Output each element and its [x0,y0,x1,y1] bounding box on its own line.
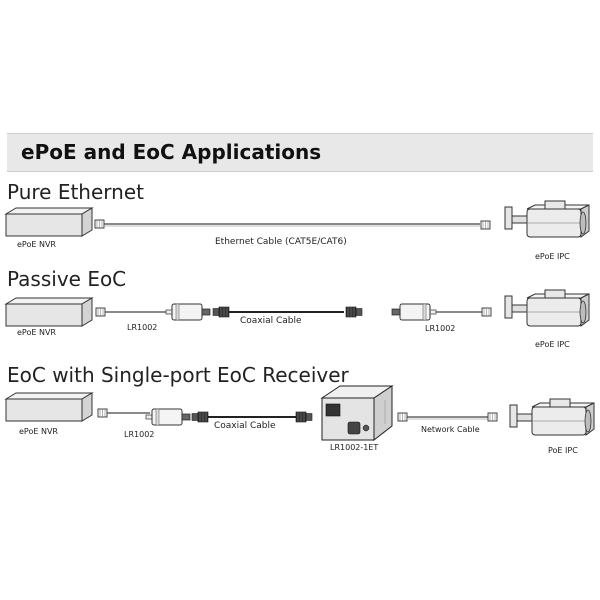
eoc-adapter-icon [391,303,437,321]
receiver-label: LR1002-1ET [330,443,379,452]
row-passive-eoc [5,289,590,327]
bnc-connector-icon [295,411,313,423]
rj45-plug-icon [95,307,106,317]
nvr-label: ePoE NVR [17,240,56,249]
row-title-pure-ethernet: Pure Ethernet [7,180,144,204]
section-header: ePoE and EoC Applications [7,133,593,172]
eoc-adapter-icon [145,408,191,426]
adapter-label: LR1002 [425,324,456,333]
nvr-label: ePoE NVR [17,328,56,337]
adapter-label: LR1002 [124,430,155,439]
row-title-eoc-receiver: EoC with Single-port EoC Receiver [7,363,349,387]
rj45-plug-icon [487,412,498,422]
rj45-plug-icon [397,412,408,422]
adapter-label: LR1002 [127,323,158,332]
row-pure-ethernet [5,200,590,238]
cable-label: Ethernet Cable (CAT5E/CAT6) [215,237,347,247]
network-cable-label: Network Cable [421,425,480,434]
bnc-connector-icon [212,306,230,318]
section-title: ePoE and EoC Applications [21,140,322,164]
bnc-connector-icon [345,306,363,318]
nvr-box-icon [5,207,93,237]
eoc-adapter-icon [165,303,211,321]
camera-label: ePoE IPC [535,340,570,349]
nvr-box-icon [5,297,93,327]
cable-label: Coaxial Cable [214,421,276,431]
row-eoc-receiver [5,385,595,442]
bullet-camera-icon [504,289,590,327]
rj45-plug-icon [481,307,492,317]
eoc-receiver-icon [320,385,394,442]
nvr-box-icon [5,392,93,422]
bullet-camera-icon [504,200,590,238]
cable-label: Coaxial Cable [240,316,302,326]
bnc-connector-icon [191,411,209,423]
camera-label: ePoE IPC [535,252,570,261]
rj45-plug-icon [97,408,108,418]
rj45-plug-icon [480,220,491,230]
bullet-camera-icon [509,398,595,436]
nvr-label: ePoE NVR [19,427,58,436]
row-title-passive-eoc: Passive EoC [7,267,127,291]
camera-label: PoE IPC [548,446,578,455]
rj45-plug-icon [94,219,105,229]
